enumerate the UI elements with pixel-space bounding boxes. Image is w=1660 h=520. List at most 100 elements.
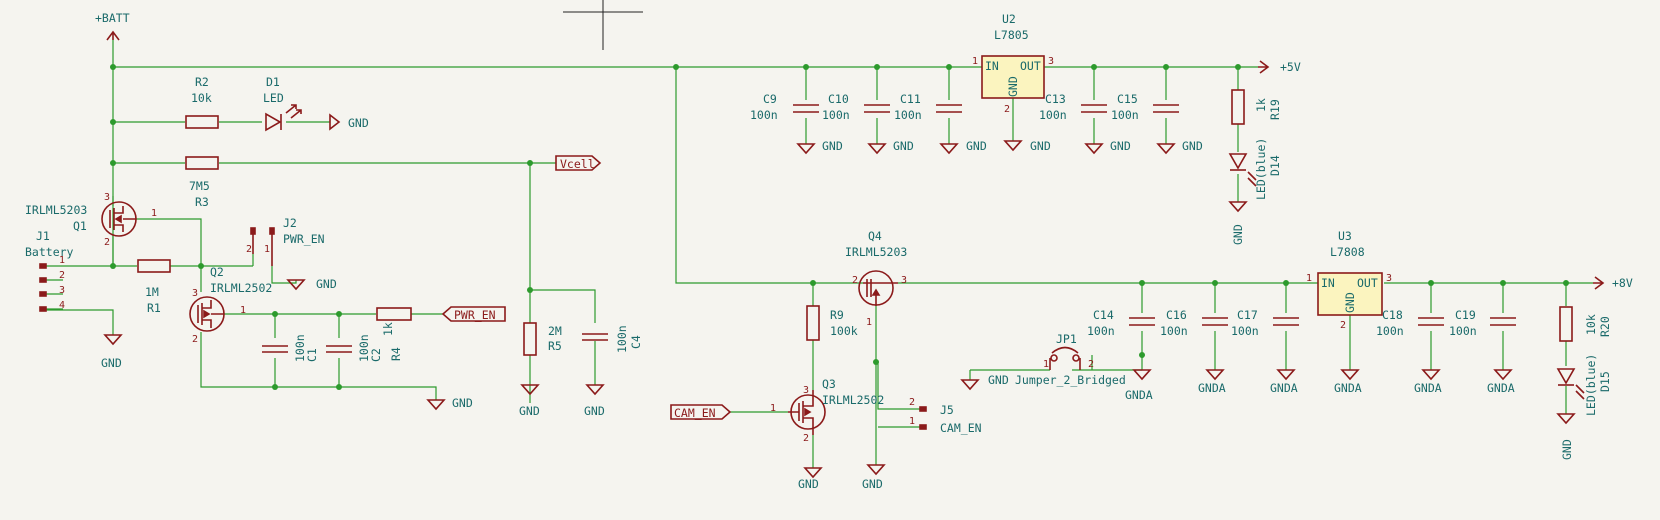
capacitor-c16: C16 100n — [1160, 308, 1228, 338]
svg-text:GND: GND — [452, 396, 473, 410]
svg-text:C18: C18 — [1382, 308, 1403, 322]
resistor-r9: R9 100k — [806, 305, 858, 341]
svg-text:100n: 100n — [1160, 324, 1188, 338]
capacitor-c13: C13 100n — [1039, 92, 1107, 122]
connector-j2: 2 1 J2 PWR_EN — [246, 216, 325, 266]
svg-text:2: 2 — [246, 244, 252, 255]
svg-text:3: 3 — [1048, 56, 1054, 67]
resistor-r1: 1M R1 — [137, 259, 171, 315]
svg-text:1: 1 — [240, 305, 246, 316]
capacitor-c17: C17 100n — [1231, 308, 1299, 338]
connector-j1: 1 2 3 4 J1 Battery — [25, 229, 74, 312]
pwr-en-label: PWR_EN — [454, 308, 496, 322]
pwr-en-global-label: PWR_EN — [441, 306, 506, 322]
svg-text:Jumper_2_Bridged: Jumper_2_Bridged — [1015, 373, 1126, 387]
capacitor-c15: C15 100n — [1111, 92, 1179, 122]
svg-text:OUT: OUT — [1357, 276, 1378, 290]
svg-text:3: 3 — [803, 385, 809, 396]
capacitor-c18: C18 100n — [1376, 308, 1444, 338]
svg-text:100n: 100n — [1231, 324, 1259, 338]
svg-text:100n: 100n — [1376, 324, 1404, 338]
svg-text:4: 4 — [59, 300, 65, 311]
svg-text:R2: R2 — [195, 75, 209, 89]
resistor-r2: R2 10k — [185, 75, 219, 129]
resistor-r3: 7M5 R3 — [185, 156, 219, 209]
cam-en-label: CAM_EN — [674, 406, 716, 420]
v5-label: +5V — [1280, 60, 1301, 74]
svg-text:100n: 100n — [615, 325, 629, 353]
svg-text:2: 2 — [909, 397, 915, 408]
svg-text:C11: C11 — [900, 92, 921, 106]
resistor-r5: 2M R5 — [523, 322, 562, 356]
svg-text:1k: 1k — [381, 322, 395, 336]
svg-text:GND: GND — [1560, 439, 1574, 460]
svg-text:C2: C2 — [369, 348, 383, 362]
svg-text:C19: C19 — [1455, 308, 1476, 322]
svg-text:J5: J5 — [940, 403, 954, 417]
svg-text:Q2: Q2 — [210, 265, 224, 279]
svg-text:3: 3 — [192, 288, 198, 299]
svg-text:IN: IN — [1321, 276, 1335, 290]
capacitor-c1: 100n C1 — [262, 334, 319, 362]
v8-power-symbol: +8V — [1593, 276, 1633, 290]
svg-text:JP1: JP1 — [1056, 332, 1077, 346]
svg-text:GND: GND — [798, 477, 819, 491]
svg-text:IRLML2502: IRLML2502 — [822, 393, 884, 407]
svg-text:3: 3 — [1386, 273, 1392, 284]
svg-text:C9: C9 — [763, 92, 777, 106]
svg-text:Q4: Q4 — [868, 229, 882, 243]
svg-text:C1: C1 — [305, 348, 319, 362]
svg-text:3: 3 — [104, 192, 110, 203]
svg-text:GND: GND — [988, 373, 1009, 387]
svg-text:3: 3 — [59, 285, 65, 296]
svg-text:2M: 2M — [548, 324, 562, 338]
svg-text:GND: GND — [862, 477, 883, 491]
svg-text:Q1: Q1 — [73, 219, 87, 233]
svg-text:100n: 100n — [1087, 324, 1115, 338]
svg-text:R20: R20 — [1598, 316, 1612, 337]
svg-text:2: 2 — [192, 334, 198, 345]
svg-text:2: 2 — [1004, 104, 1010, 115]
svg-text:LED(blue): LED(blue) — [1254, 138, 1268, 200]
svg-text:L7805: L7805 — [994, 28, 1029, 42]
svg-text:GNDA: GNDA — [1198, 381, 1226, 395]
svg-text:GND: GND — [519, 404, 540, 418]
svg-text:CAM_EN: CAM_EN — [940, 421, 982, 435]
svg-text:GND: GND — [1343, 292, 1357, 313]
svg-text:C17: C17 — [1237, 308, 1258, 322]
svg-text:10k: 10k — [1584, 314, 1598, 335]
svg-text:10k: 10k — [191, 91, 212, 105]
svg-text:R5: R5 — [548, 339, 562, 353]
svg-text:GND: GND — [1182, 139, 1203, 153]
svg-text:100n: 100n — [293, 334, 307, 362]
svg-text:C13: C13 — [1045, 92, 1066, 106]
resistor-r19: 1k R19 — [1231, 89, 1282, 125]
svg-text:GNDA: GNDA — [1334, 381, 1362, 395]
connector-j5: 2 1 J5 CAM_EN — [909, 397, 982, 435]
svg-text:GNDA: GNDA — [1487, 381, 1515, 395]
svg-text:LED: LED — [263, 91, 284, 105]
svg-text:100n: 100n — [822, 108, 850, 122]
svg-text:1: 1 — [1043, 359, 1049, 370]
jumper-jp1: 1 2 JP1 Jumper_2_Bridged — [1015, 332, 1126, 387]
mosfet-q3: 3 1 2 Q3 IRLML2502 — [770, 377, 884, 444]
svg-text:D15: D15 — [1598, 371, 1612, 392]
capacitor-c19: C19 100n — [1449, 308, 1516, 338]
svg-text:100k: 100k — [830, 324, 858, 338]
svg-text:R9: R9 — [830, 308, 844, 322]
svg-text:7M5: 7M5 — [189, 179, 210, 193]
capacitor-c10: C10 100n — [822, 92, 890, 122]
svg-text:GND: GND — [584, 404, 605, 418]
svg-text:C16: C16 — [1166, 308, 1187, 322]
svg-text:Battery: Battery — [25, 245, 74, 259]
mosfet-q2: 3 1 2 Q2 IRLML2502 — [189, 265, 272, 345]
svg-text:100n: 100n — [1039, 108, 1067, 122]
gnd-symbols: GND GND GND GND GND GND GND GND GND GND … — [101, 113, 1576, 491]
svg-text:1: 1 — [151, 208, 157, 219]
svg-text:GNDA: GNDA — [1270, 381, 1298, 395]
svg-text:U2: U2 — [1002, 12, 1016, 26]
svg-text:1: 1 — [866, 317, 872, 328]
svg-text:C14: C14 — [1093, 308, 1114, 322]
svg-text:1M: 1M — [145, 285, 159, 299]
